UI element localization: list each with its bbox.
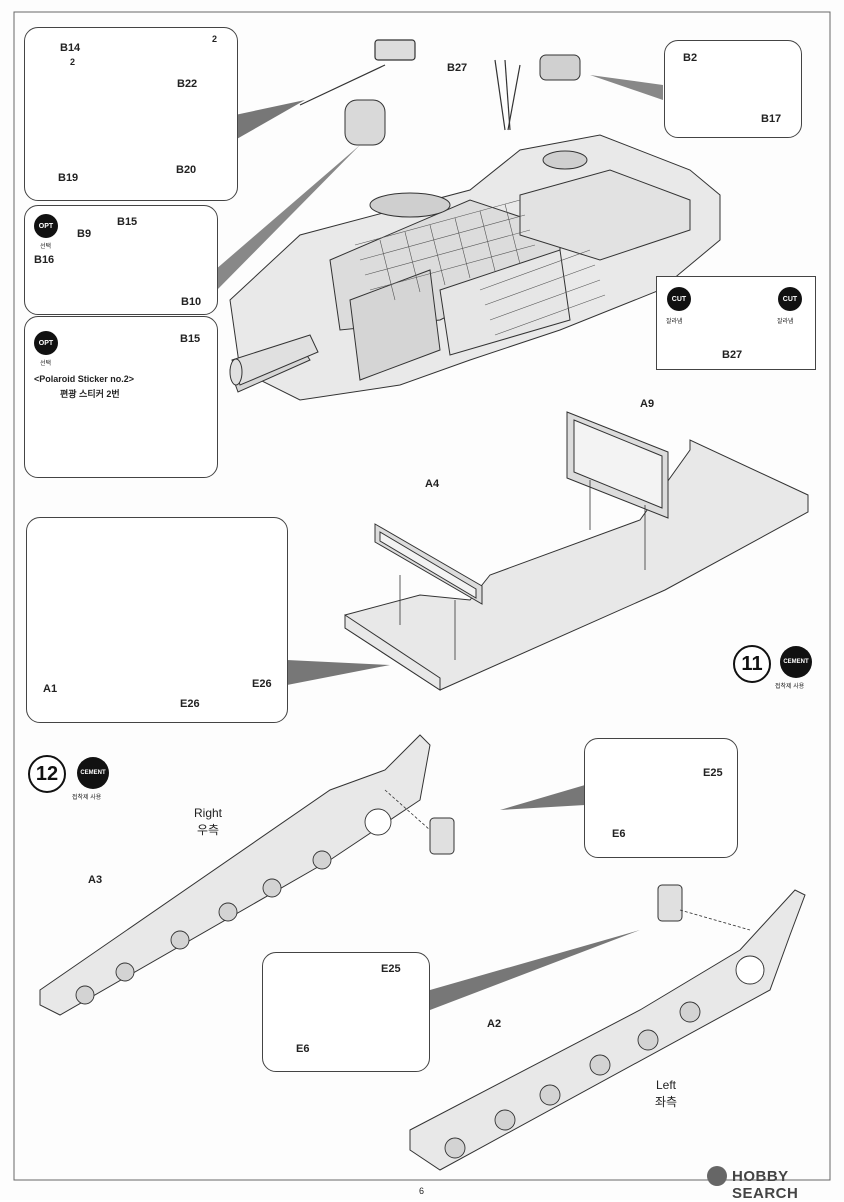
callout-pointer [235,100,305,140]
callout-e25-right [584,738,738,858]
label-b19: B19 [58,172,79,184]
label-left-en: Left [656,1078,677,1092]
machine-gun-drawing [299,39,521,131]
side-panel-a3-drawing [39,734,431,1016]
page-number: 6 [419,1186,425,1196]
callout-e25-left [262,952,430,1072]
callout-pointer [430,930,640,1010]
mark-b14: 2 [70,57,76,67]
label-a9: A9 [640,398,655,410]
label-e6-right: E6 [612,828,626,840]
label-a4: A4 [425,478,440,490]
label-a1: A1 [43,683,58,695]
cut-badge-right: CUT [778,287,802,311]
label-b27-main: B27 [447,62,468,74]
main-gun-drawing [229,334,319,386]
label-e26-a: E26 [180,698,200,710]
cut-badge-left: CUT [667,287,691,311]
callout-a1 [26,517,288,723]
label-e26-b: E26 [252,678,272,690]
part-a4-drawing [374,523,483,605]
label-left-ko: 좌측 [655,1095,678,1109]
suspension-mounts [75,808,765,1159]
opt-badge-2: OPT [34,331,58,355]
label-b15: B15 [117,216,138,228]
callout-pointer [215,145,360,292]
label-right-ko: 우측 [197,823,220,837]
label-sticker-b15: B15 [180,333,201,345]
label-e25-right: E25 [703,767,723,779]
part-a9-drawing [566,411,669,519]
opt-sub: 선택 [40,244,52,250]
label-b2: B2 [683,52,698,64]
floor-plate-drawing [344,439,809,691]
label-right-en: Right [194,806,223,820]
cut-sub-right: 잘라냄 [777,319,794,325]
watermark-hobby-search: HOBBY SEARCH [732,1168,799,1202]
side-panel-a2-drawing [409,889,806,1171]
armor-grid [354,199,606,336]
mark-b22: 2 [212,34,218,44]
watermark-logo [707,1166,727,1186]
cut-sub-left: 잘라냄 [666,319,683,325]
callout-b2 [664,40,802,138]
label-b10: B10 [181,296,202,308]
guide-lines [384,789,751,931]
label-e25-left: E25 [381,963,401,975]
label-a3: A3 [88,874,103,886]
label-b22: B22 [177,78,198,90]
opt-sub-2: 선택 [40,361,52,367]
label-b20: B20 [176,164,197,176]
cement-sub-11: 접착제 사용 [775,684,805,690]
cement-badge-12: CEMENT [77,757,109,789]
cement-badge-11: CEMENT [780,646,812,678]
callout-pointer [500,785,585,810]
sticker-title: <Polaroid Sticker no.2> [34,374,135,384]
label-a2: A2 [487,1018,502,1030]
callout-pointer [590,75,663,100]
label-e6-left: E6 [296,1043,310,1055]
label-b14: B14 [60,42,81,54]
label-b16: B16 [34,254,55,266]
opt-badge: OPT [34,214,58,238]
step-11-number: 11 [733,645,771,683]
label-b9: B9 [77,228,92,240]
callout-pointer [287,660,390,685]
label-b27-cut: B27 [722,349,743,361]
guide-lines [399,480,646,660]
sticker-title-ko: 편광 스티커 2번 [60,389,120,399]
tank-hull-drawing [229,54,721,401]
label-b17: B17 [761,113,782,125]
cement-sub-12: 접착제 사용 [72,795,102,801]
callout-gun [24,27,238,201]
step-12-number: 12 [28,755,66,793]
